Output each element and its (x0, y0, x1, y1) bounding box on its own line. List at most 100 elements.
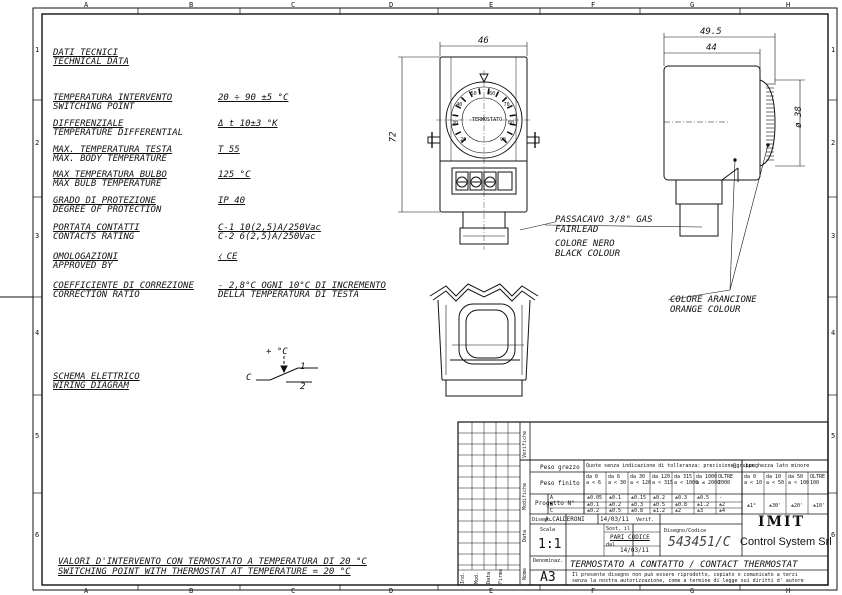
tol-C-3: ±1.2 (653, 508, 666, 514)
tol-B-5: ±1.2 (697, 501, 710, 508)
grid-row-left-1: 1 (35, 46, 40, 54)
drawing-code: 543451/C (668, 535, 731, 550)
front-view (398, 42, 540, 250)
length-header: Lunghezza lato minore (746, 463, 810, 469)
wiring-title-en: WIRING DIAGRAM (53, 381, 129, 391)
tol-A-2: ±0.15 (631, 495, 647, 501)
wiring-symbol (256, 356, 318, 383)
callout-fairlead-it: PASSACAVO 3/8" GAS (555, 215, 653, 225)
progetto-label: Progetto N° (535, 500, 575, 507)
title-block-lines (457, 421, 829, 586)
grid-row-right-2: 2 (831, 139, 836, 147)
tol-B-0: ±0.1 (587, 501, 600, 508)
ang-val-0: ±1° (747, 503, 757, 509)
callout-orange-it: COLORE ARANCIONE (670, 295, 757, 305)
grid-row-right-3: 3 (831, 232, 836, 240)
tol-B-2: ±0.3 (631, 501, 644, 508)
dim-diameter-38: ø 38 (793, 106, 804, 128)
tol-B-3: ±0.5 (653, 501, 666, 508)
wiring-terminal-1: 1 (300, 362, 306, 372)
drawing-title: TERMOSTATO A CONTATTO / CONTACT THERMOST… (570, 560, 798, 570)
grid-col-bottom-G: G (690, 587, 695, 595)
dim-height-72: 72 (388, 131, 399, 143)
tech-item-5-en: CONTACTS RATING (53, 232, 135, 242)
grid-row-left-6: 6 (35, 531, 40, 539)
tol-C-1: ±0.5 (609, 508, 622, 514)
note-en: SWITCHING POINT WITH THERMOSTAT AT TEMPE… (58, 567, 351, 577)
sost-label: Sost. il (606, 526, 631, 532)
tech-item-6-it: OMOLOGAZIONI (53, 252, 119, 262)
denom-label: Denominaz. (533, 558, 564, 564)
lin-range-6: OLTRE 2000 (718, 474, 734, 486)
grid-col-top-F: F (591, 1, 596, 9)
copyright-line-1: Il presente disegno non può essere ripro… (572, 572, 798, 578)
wiring-title-it: SCHEMA ELETTRICO (53, 372, 140, 382)
grid-col-bottom-A: A (84, 587, 89, 595)
designer-label: Disegn. (532, 517, 554, 523)
dal-label: dal (606, 542, 616, 548)
tol-C-2: ±0.8 (631, 508, 644, 514)
tech-item-0-value: 20 ÷ 90 ±5 °C (218, 93, 289, 103)
tol-C-5: ±3 (697, 508, 704, 514)
tech-item-3-value: 125 °C (218, 170, 251, 180)
tech-item-6-en: APPROVED BY (53, 261, 113, 271)
ang-val-1: ±30' (769, 503, 782, 509)
tech-item-1-en: TEMPERATURE DIFFERENTIAL (53, 128, 184, 138)
tech-item-2-it: MAX. TEMPERATURA TESTA (53, 145, 173, 155)
tech-item-4-en: DEGREE OF PROTECTION (53, 205, 162, 215)
grid-col-bottom-F: F (591, 587, 596, 595)
grid-col-bottom-E: E (489, 587, 494, 595)
section-view (429, 283, 539, 397)
rev-label-1: Mod. (474, 571, 480, 584)
tol-B-6: ±2 (719, 501, 726, 508)
grid-col-bottom-H: H (786, 587, 791, 595)
grid-row-right-1: 1 (831, 46, 836, 54)
row-label-0: Verifiche (522, 430, 528, 458)
grid-col-top-H: H (786, 1, 791, 9)
tol-A-3: ±0.2 (653, 495, 666, 501)
dial-mark-20: 20 (460, 136, 467, 143)
grid-row-left-2: 2 (35, 139, 40, 147)
copyright-line-2: senza la nostra autorizzazione, come a t… (572, 578, 804, 584)
dal-date: 14/03/11 (620, 547, 649, 554)
ang-range-2: da 50 a < 100 (788, 474, 810, 486)
tol-group-B: B (550, 501, 554, 508)
lin-range-3: da 120 a < 315 (652, 474, 674, 486)
ang-range-3: OLTRE 100 (810, 474, 826, 486)
lin-range-4: da 315 a < 1000 (674, 474, 699, 486)
tech-item-4-value: IP 40 (218, 196, 246, 206)
dim-width-46: 46 (478, 36, 489, 46)
tol-A-4: ±0.3 (675, 495, 688, 501)
lin-range-0: da 0 a < 6 (586, 474, 602, 486)
tech-item-3-it: MAX TEMPERATURA BULBO (53, 170, 167, 180)
grid-col-top-E: E (489, 1, 494, 9)
dial-mark-50: 50 (470, 90, 477, 97)
side-view (519, 33, 805, 301)
ang-range-1: da 10 a < 50 (766, 474, 785, 486)
tech-title-it: DATI TECNICI (53, 48, 119, 58)
grid-col-bottom-C: C (291, 587, 296, 595)
callout-black-it: COLORE NERO (555, 239, 615, 249)
lin-range-5: da 1000 a ≤ 2000 (696, 474, 721, 486)
company-logo: IMIT (758, 514, 806, 530)
wiring-terminal-2: 2 (300, 382, 306, 392)
tech-item-4-it: GRADO DI PROTEZIONE (53, 196, 156, 206)
designer-name: A.CALDERONI (545, 516, 585, 523)
scale-value: 1:1 (538, 537, 562, 552)
grid-row-right-6: 6 (831, 531, 836, 539)
tol-A-1: ±0.1 (609, 495, 622, 501)
grid-col-top-B: B (189, 1, 194, 9)
callout-orange-en: ORANGE COLOUR (670, 305, 741, 315)
tol-C-4: ±2 (675, 508, 682, 514)
tech-item-7-value-2: DELLA TEMPERATURA DI TESTA (218, 290, 359, 300)
row-label-1: Modifiche (522, 482, 528, 510)
grid-col-bottom-D: D (389, 587, 394, 595)
tech-item-2-value: T 55 (218, 145, 240, 155)
tolerance-group: B (733, 463, 737, 470)
grid-row-right-5: 5 (831, 432, 836, 440)
tech-item-0-it: TEMPERATURA INTERVENTO (53, 93, 173, 103)
grid-row-left-3: 3 (35, 232, 40, 240)
wiring-temp-label: + °C (266, 347, 288, 357)
company-name: Control System Srl (740, 536, 832, 548)
tol-A-0: ±0.05 (587, 495, 603, 501)
